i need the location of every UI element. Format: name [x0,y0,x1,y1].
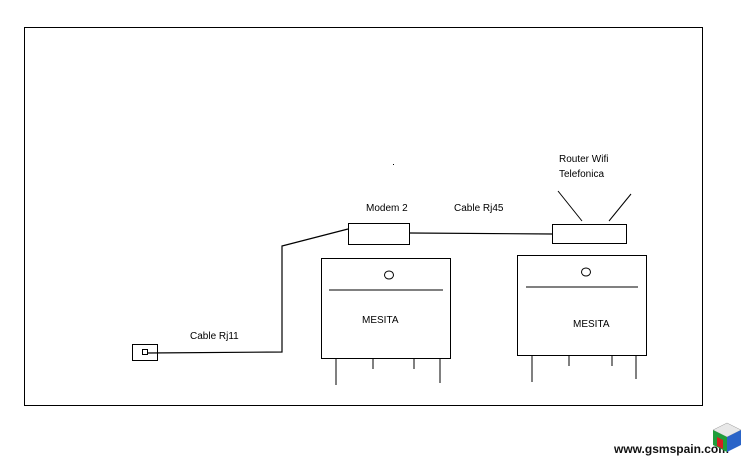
mesita-left [321,258,451,385]
cable-rj45 [409,232,553,235]
watermark-text: www.gsmspain.com [613,442,729,456]
label-modem: Modem 2 [366,203,408,214]
stray-dot [393,164,394,165]
label-router-line2: Telefonica [559,169,604,180]
label-cable-rj11: Cable Rj11 [190,331,239,342]
router-antenna-right [608,193,632,222]
drawer-knob [581,267,591,277]
mesita-right [517,255,647,382]
router-antenna-left [557,190,583,222]
modem-box [348,223,410,245]
label-mesita-left: MESITA [362,315,399,326]
router [552,190,632,244]
cable-rj11 [147,228,349,354]
label-router-line1: Router Wifi [559,154,608,165]
router-box [552,224,627,244]
label-mesita-right: MESITA [573,319,610,330]
label-cable-rj45: Cable Rj45 [454,203,504,214]
drawer-knob [384,270,394,280]
cube-logo-icon [712,422,742,452]
